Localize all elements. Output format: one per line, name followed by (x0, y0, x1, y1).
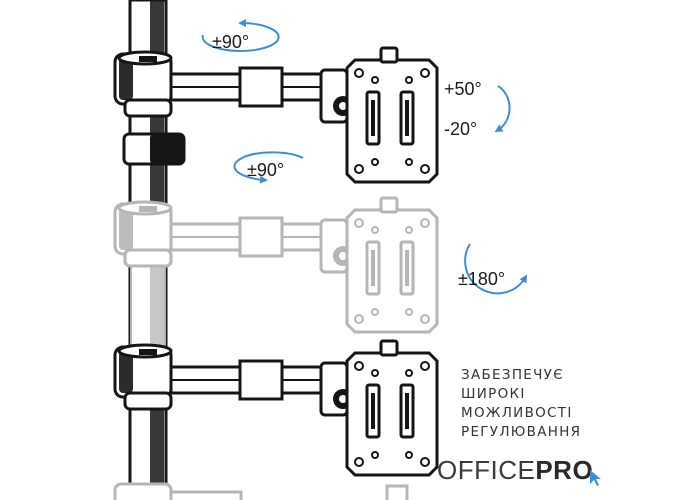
cropped-mount (113, 482, 409, 500)
swivel-mid-label: ±90° (247, 160, 284, 180)
brand-logo-pro: PRO (535, 455, 594, 485)
tilt-up-label: +50° (444, 79, 482, 99)
swivel-mid-indicator: ±90° (233, 151, 304, 184)
tilt-down-label: -20° (444, 119, 477, 139)
feature-description-line-2: широкі (461, 386, 526, 402)
brand-logo-office: OFFICE (437, 455, 536, 485)
feature-description-line-4: регулювання (461, 424, 582, 440)
cursor-icon (590, 470, 602, 486)
feature-description: Забезпечує широкі можливості регулювання (461, 366, 581, 442)
tilt-arrow-icon (494, 85, 511, 133)
tilt-indicator: +50° -20° (444, 79, 511, 139)
swivel-top-arrow-icon (201, 19, 280, 52)
rotate-label: ±180° (458, 269, 505, 289)
rotate-arrow-icon (464, 243, 528, 295)
feature-description-line-3: можливості (461, 405, 573, 421)
swivel-mid-arrow-icon (233, 151, 304, 184)
rotate-indicator: ±180° (458, 243, 528, 295)
brand-logo: OFFICEPRO (437, 455, 602, 486)
swivel-top-indicator: ±90° (201, 19, 280, 52)
swivel-top-label: ±90° (212, 32, 249, 52)
feature-description-line-1: Забезпечує (461, 367, 564, 383)
